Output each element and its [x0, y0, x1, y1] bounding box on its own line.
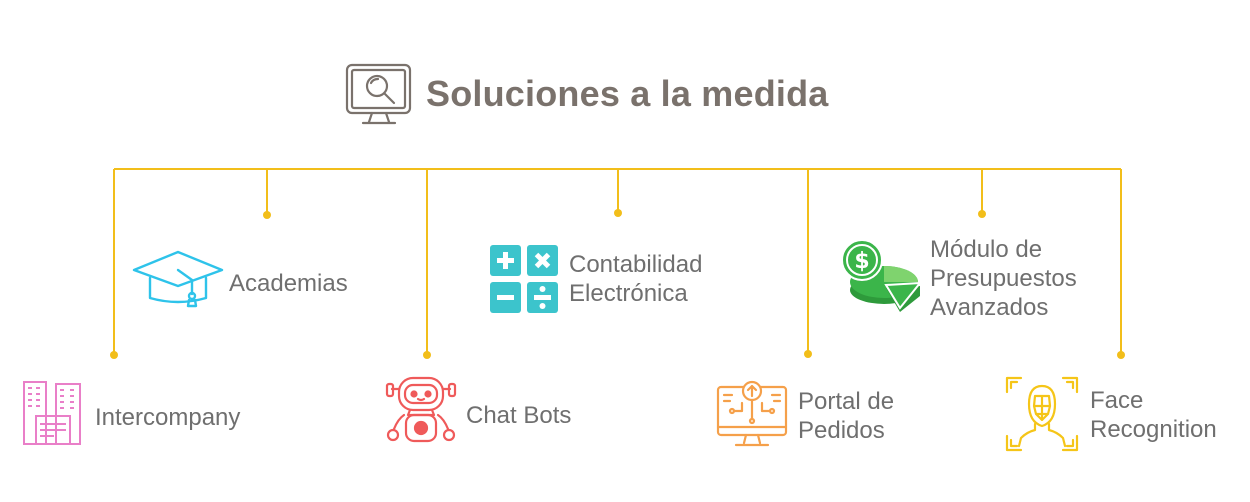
label-chat-bots: Chat Bots	[466, 402, 572, 429]
label-presupuestos: Módulo de Presupuestos Avanzados	[930, 236, 1077, 321]
computer-upload-icon	[716, 380, 788, 447]
connector-dot-portal	[804, 350, 812, 358]
money-pie-chart-icon: $	[841, 239, 922, 312]
connector-dot-intercompany	[110, 351, 118, 359]
connector-dot-academias	[263, 211, 271, 219]
label-intercompany: Intercompany	[95, 404, 241, 431]
label-academias: Academias	[229, 270, 348, 297]
face-scan-icon	[1005, 376, 1079, 452]
label-contabilidad: Contabilidad Electrónica	[569, 251, 703, 307]
connector-dot-contabilidad	[614, 209, 622, 217]
graduation-cap-icon	[132, 250, 224, 308]
svg-text:$: $	[854, 249, 869, 274]
label-portal: Portal de Pedidos	[798, 388, 895, 444]
connector-dot-presupuestos	[978, 210, 986, 218]
monitor-search-icon	[345, 63, 412, 125]
robot-icon	[385, 376, 457, 443]
label-face: Face Recognition	[1090, 387, 1217, 443]
calculator-symbols-icon	[490, 245, 558, 313]
page-title: Soluciones a la medida	[426, 73, 829, 114]
connector-dot-chat-bots	[423, 351, 431, 359]
office-buildings-icon	[23, 381, 81, 445]
connector-dot-face	[1117, 351, 1125, 359]
